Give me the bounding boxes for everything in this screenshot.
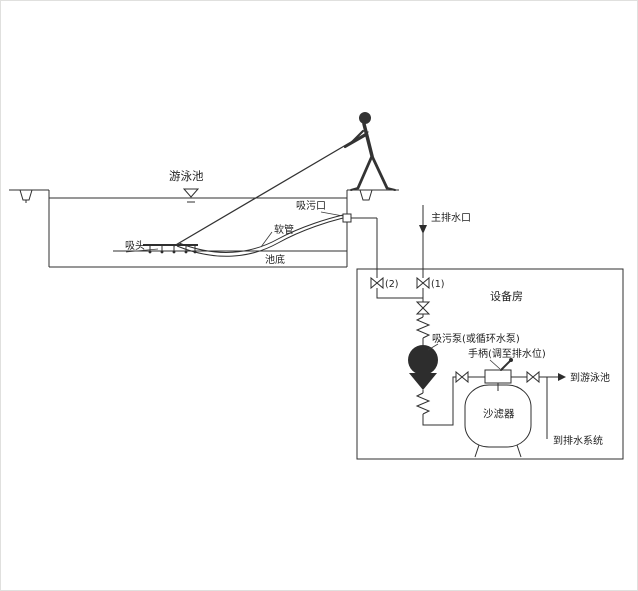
pool-title-label: 游泳池 xyxy=(169,169,204,183)
main-drain-label: 主排水口 xyxy=(431,211,471,224)
vacuum-assembly: 吸头 软管 吸污口 xyxy=(125,131,369,257)
pump-icon xyxy=(408,345,438,375)
suction-port-label: 吸污口 xyxy=(296,200,326,212)
pump-outlet-icon xyxy=(409,373,437,390)
multiport-valve xyxy=(484,369,512,384)
worker-leg-front xyxy=(356,154,374,190)
handle-knob-icon xyxy=(509,358,513,362)
vacuum-pole xyxy=(173,131,369,247)
suction-head-label: 吸头 xyxy=(125,240,145,252)
filter-leg xyxy=(474,444,480,458)
worker-arm-lower xyxy=(343,133,368,149)
piping: 主排水口 (2) (1) xyxy=(351,205,471,302)
water-level-icon xyxy=(182,188,200,198)
worker-foot-back xyxy=(386,187,396,191)
equipment-room-box xyxy=(356,268,624,460)
valve-1-icon xyxy=(416,276,424,290)
worker-foot-front xyxy=(350,187,359,191)
vacuum-hose xyxy=(176,217,344,257)
pump-label: 吸污泵(或循环水泵) xyxy=(432,332,520,345)
vacuum-hose-inner xyxy=(178,214,344,253)
pool-cross-section: 游泳池 池底 xyxy=(9,169,399,268)
suction-port xyxy=(342,213,352,223)
pool-light-right-icon xyxy=(359,189,373,201)
handle-lever-icon xyxy=(500,360,511,371)
hose-label: 软管 xyxy=(274,223,294,236)
suction-head-wheel xyxy=(172,250,176,254)
worker-leg-back xyxy=(370,154,389,190)
handle-label: 手柄(调至排水位) xyxy=(468,347,546,360)
filter-inlet-valve-icon xyxy=(461,370,469,384)
to-pool-label: 到游泳池 xyxy=(570,371,610,384)
to-drain-label: 到排水系统 xyxy=(553,434,603,447)
worker-figure xyxy=(343,112,396,191)
worker-head xyxy=(359,112,371,124)
suction-head-wheel xyxy=(160,250,164,254)
valve-1-icon xyxy=(422,276,430,290)
flow-arrow-to-pool-icon xyxy=(558,373,566,381)
pump-leader xyxy=(427,343,439,351)
pool-bottom-label: 池底 xyxy=(265,253,285,266)
hose-leader xyxy=(260,231,273,248)
flex-connector-top xyxy=(415,316,431,339)
sand-filter-label: 沙滤器 xyxy=(483,407,515,420)
check-valve-icon xyxy=(415,301,431,309)
valve-2-icon xyxy=(376,276,384,290)
pipe-junction xyxy=(376,288,423,299)
sand-filter-vessel xyxy=(464,384,532,448)
suction-port-leader xyxy=(320,211,344,217)
equipment-room: 设备房 吸污泵(或循环水泵) 手柄(调至排水位) 到游泳池 xyxy=(356,268,624,460)
filter-outlet-valve-icon xyxy=(526,370,534,384)
pipe-to-filter xyxy=(422,376,456,426)
valve-2-label: (2) xyxy=(385,279,398,290)
filter-inlet-valve-icon xyxy=(455,370,463,384)
suction-head-wheel xyxy=(184,250,188,254)
equipment-room-title: 设备房 xyxy=(490,289,523,303)
flow-arrow-down-icon xyxy=(419,225,427,234)
valve-1-label: (1) xyxy=(431,279,444,290)
check-valve-icon xyxy=(415,307,431,315)
suction-head-leader xyxy=(125,248,159,253)
pool-light-left-icon xyxy=(19,189,33,201)
worker-arm-upper xyxy=(350,129,365,144)
worker-torso xyxy=(362,122,374,158)
handle-leader xyxy=(489,359,501,370)
filter-outlet-valve-icon xyxy=(532,370,540,384)
suction-head-wheel xyxy=(148,250,152,254)
valve-2-icon xyxy=(370,276,378,290)
flex-connector-bottom xyxy=(415,392,431,415)
filter-leg xyxy=(516,444,522,458)
